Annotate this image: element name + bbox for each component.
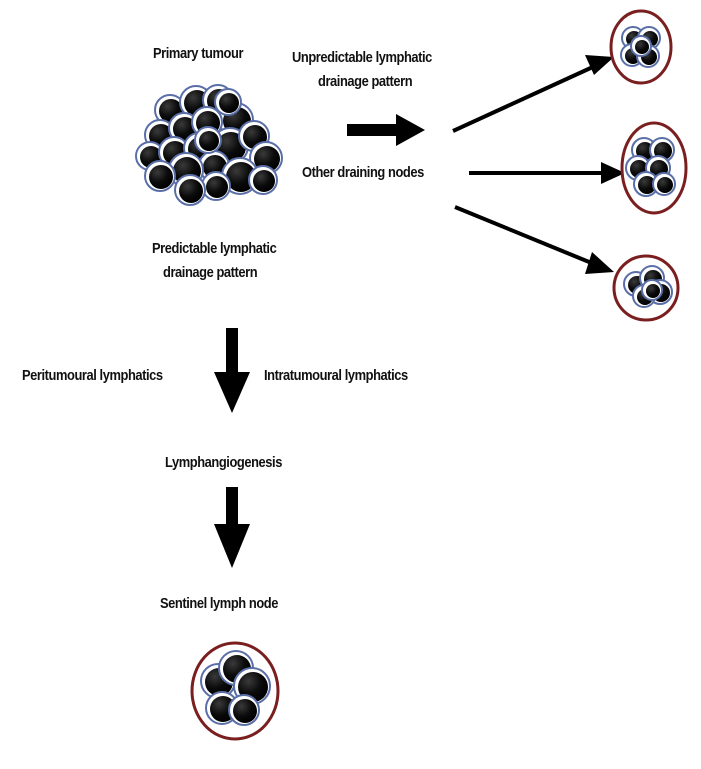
label-other-draining-nodes: Other draining nodes (302, 164, 424, 181)
cell (641, 279, 663, 301)
label-intratumoural: Intratumoural lymphatics (264, 367, 408, 384)
cell (194, 126, 222, 154)
arrow-to-node-middle (469, 162, 625, 184)
label-predictable-line1: Predictable lymphatic (152, 240, 277, 257)
cell (630, 35, 652, 57)
label-sentinel-node: Sentinel lymph node (160, 595, 278, 612)
cell (248, 165, 278, 195)
sentinel-lymph-node (190, 641, 280, 741)
label-predictable-line2: drainage pattern (163, 264, 258, 281)
draining-node-middle (620, 121, 688, 215)
cell (174, 174, 206, 206)
label-primary-tumour: Primary tumour (153, 45, 244, 62)
label-lymphangiogenesis: Lymphangiogenesis (165, 454, 282, 471)
draining-node-bottom (612, 254, 680, 322)
cell (214, 88, 242, 116)
arrow-down-2 (214, 487, 250, 568)
arrow-to-node-bottom (454, 205, 614, 274)
cell (228, 694, 260, 726)
arrow-to-unpredictable (347, 114, 425, 146)
cell (652, 172, 676, 196)
cell (144, 160, 176, 192)
label-unpredictable-line1: Unpredictable lymphatic (292, 49, 432, 66)
cell (633, 171, 659, 197)
arrow-to-node-top (452, 55, 614, 133)
cell (201, 171, 231, 201)
primary-tumour-cluster (135, 84, 283, 206)
label-peritumoural: Peritumoural lymphatics (22, 367, 163, 384)
draining-node-top (609, 9, 673, 85)
label-unpredictable-line2: drainage pattern (318, 73, 413, 90)
arrow-down-1 (214, 328, 250, 413)
